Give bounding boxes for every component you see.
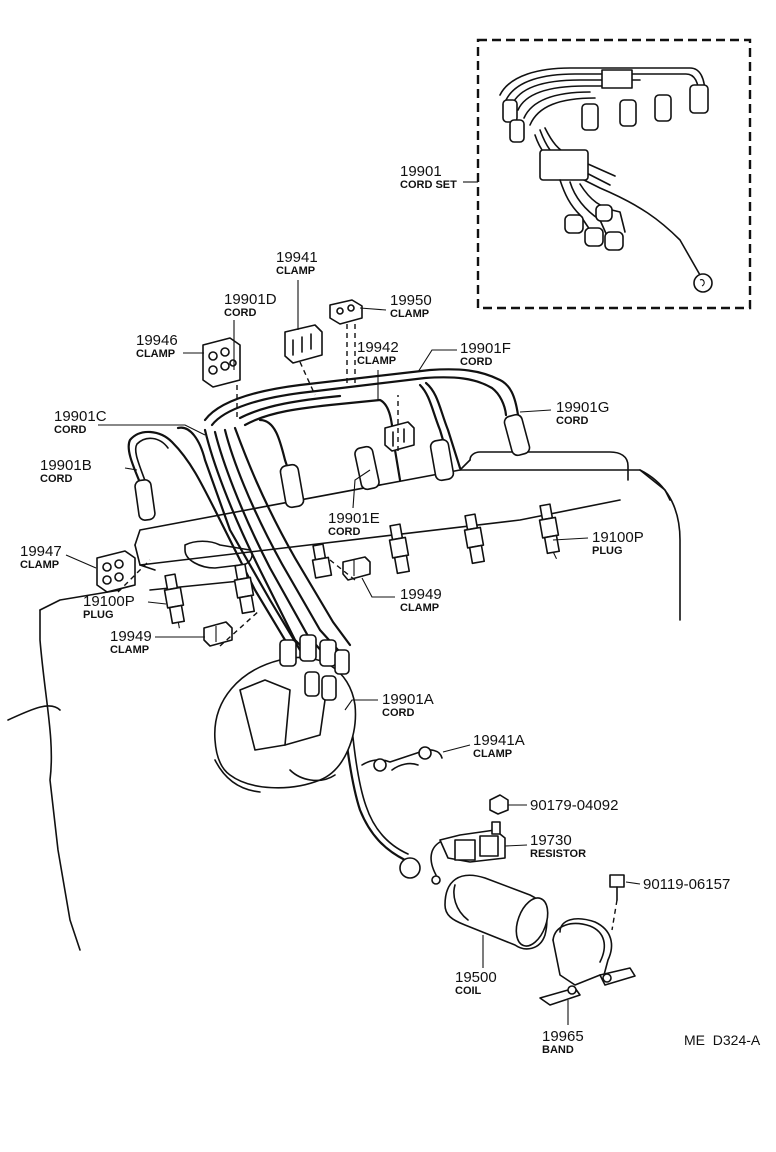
label-clamp-19942-name: CLAMP	[357, 355, 396, 367]
label-cord-e-number: 19901E	[328, 510, 380, 527]
clamps	[96, 299, 443, 772]
inset-dashed-frame	[476, 38, 752, 310]
label-clamp-19949-right-name: CLAMP	[400, 602, 439, 614]
label-cord-f-number: 19901F	[460, 340, 511, 357]
label-clamp-19941-name: CLAMP	[276, 265, 315, 277]
spark-plug-1	[163, 573, 186, 629]
spark-plug-6	[311, 543, 333, 579]
label-cord-g-number: 19901G	[556, 399, 609, 416]
cord-set-illustration	[499, 67, 713, 293]
label-clamp-19949-left-name: CLAMP	[110, 644, 149, 656]
label-cord-set-number: 19901	[400, 163, 442, 180]
spark-plug-cords	[127, 368, 531, 879]
label-cord-d-number: 19901D	[224, 291, 277, 308]
label-clamp-19941a-name: CLAMP	[473, 748, 512, 760]
label-clamp-19941-number: 19941	[276, 249, 318, 266]
label-band-name: BAND	[542, 1044, 574, 1056]
distributor	[214, 634, 357, 793]
label-band-number: 19965	[542, 1028, 584, 1045]
band	[539, 918, 636, 1006]
label-coil-number: 19500	[455, 969, 497, 986]
label-clamp-19950-name: CLAMP	[390, 308, 429, 320]
clamp-19946	[202, 337, 241, 388]
label-clamp-19947-number: 19947	[20, 543, 62, 560]
label-clamp-19941a-number: 19941A	[473, 732, 525, 749]
label-cord-e-name: CORD	[328, 526, 360, 538]
label-plug-right-number: 19100P	[592, 529, 644, 546]
label-nut-number: 90179-04092	[530, 797, 618, 814]
label-cord-f-name: CORD	[460, 356, 492, 368]
inset-clamp	[601, 69, 633, 89]
clamp-19950	[329, 299, 363, 325]
clamp-19942	[384, 421, 415, 452]
spark-plug-2	[233, 563, 256, 615]
assembly-dashed-lines	[117, 324, 399, 647]
label-plug-right-name: PLUG	[592, 545, 623, 557]
spark-plugs	[163, 503, 561, 629]
label-coil-name: COIL	[455, 985, 482, 997]
label-clamp-19947-name: CLAMP	[20, 559, 59, 571]
label-cord-b-number: 19901B	[40, 457, 92, 474]
label-clamp-19942-number: 19942	[357, 339, 399, 356]
label-clamp-19950-number: 19950	[390, 292, 432, 309]
spark-plug-3	[388, 523, 411, 575]
diagram-code: ME D324-A	[684, 1032, 761, 1048]
label-cord-c-number: 19901C	[54, 408, 107, 425]
cord-a-terminal	[399, 857, 421, 879]
label-plug-left-name: PLUG	[83, 609, 114, 621]
label-cord-a-name: CORD	[382, 707, 414, 719]
label-cord-b-name: CORD	[40, 473, 72, 485]
label-cord-c-name: CORD	[54, 424, 86, 436]
clamp-19949-right	[342, 556, 371, 581]
clamp-19947	[96, 550, 136, 593]
label-cord-a-number: 19901A	[382, 691, 434, 708]
label-clamp-19949-right-number: 19949	[400, 586, 442, 603]
clamp-19941a	[361, 746, 443, 772]
bolt-90119	[609, 874, 625, 931]
label-clamp-19946-number: 19946	[136, 332, 178, 349]
leader-lines	[65, 280, 641, 1025]
label-plug-left-number: 19100P	[83, 593, 135, 610]
label-bolt-number: 90119-06157	[643, 876, 730, 893]
label-cord-set-name: CORD SET	[400, 179, 457, 191]
label-cord-g-name: CORD	[556, 415, 588, 427]
clamp-19941	[284, 324, 323, 364]
label-resistor-name: RESISTOR	[530, 848, 586, 860]
spark-plug-4	[463, 513, 486, 565]
cord-set-inset	[463, 38, 752, 310]
label-cord-d-name: CORD	[224, 307, 256, 319]
coil	[444, 874, 549, 950]
nut-90179	[489, 794, 509, 815]
resistor	[430, 821, 506, 885]
clamp-19949-left	[203, 621, 233, 647]
label-resistor-number: 19730	[530, 832, 572, 849]
label-clamp-19946-name: CLAMP	[136, 348, 175, 360]
labels: 19901 CORD SET 19941 CLAMP 19901D CORD 1…	[20, 163, 761, 1056]
label-clamp-19949-left-number: 19949	[110, 628, 152, 645]
